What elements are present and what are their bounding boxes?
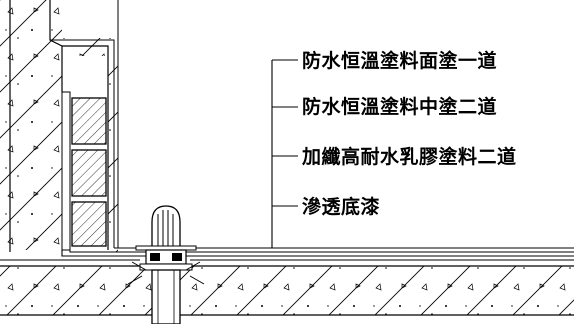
- floor-drain: [127, 205, 205, 324]
- layer-label-middle-coat: 防水恒溫塗料中塗二道: [302, 96, 498, 118]
- layer-label-fiber-latex-coat: 加纖高耐水乳膠塗料二道: [302, 146, 517, 168]
- floor-slab: [0, 247, 574, 316]
- callout-leader: [271, 59, 298, 248]
- layer-label-primer: 滲透底漆: [302, 196, 381, 218]
- insulation-blocks: [61, 91, 107, 251]
- layer-label-top-coat: 防水恒溫塗料面塗一道: [302, 50, 498, 72]
